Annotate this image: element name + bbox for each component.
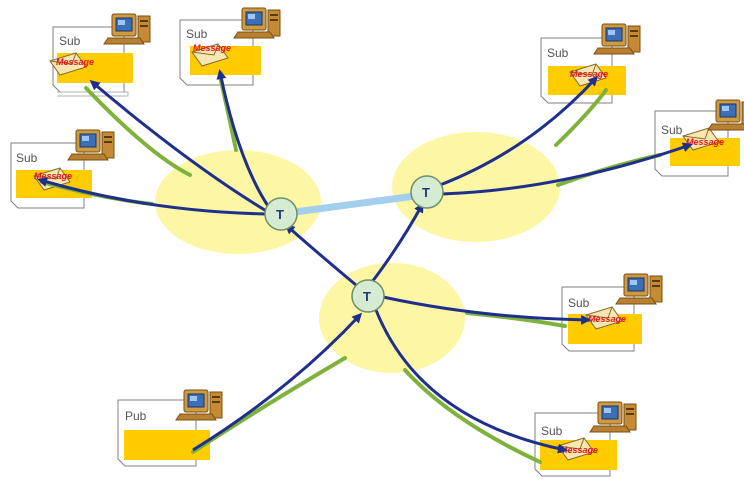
subscriber-document: Sub Message: [10, 129, 115, 209]
topic-label: T: [422, 185, 430, 200]
sub-label: Sub: [59, 34, 81, 48]
arrow-pub-to-node-c: [192, 312, 363, 452]
message-label: Message: [193, 43, 231, 53]
node-links: [291, 192, 419, 216]
message-label: Message: [560, 445, 598, 455]
subscriber-document: Sub Message: [179, 7, 281, 86]
arrow-node-c-to-b: [370, 202, 424, 283]
client-documents: Sub Message Sub Message Sub Message: [10, 7, 744, 477]
arrow-to-sub-7: [374, 309, 568, 454]
cloud-left: [155, 150, 321, 254]
arrows: [37, 69, 693, 454]
message-label: Message: [588, 314, 626, 324]
subscriber-document: Sub Message: [534, 401, 637, 477]
sub-label: Sub: [547, 46, 569, 60]
topic-node: T: [410, 175, 444, 209]
cloud-bottom: [319, 263, 465, 373]
arrow-to-sub-6: [382, 295, 591, 325]
message-label: Message: [56, 57, 94, 67]
publisher-document: Pub: [117, 389, 223, 467]
broker-clouds: [155, 132, 560, 373]
topic-node: T: [264, 197, 298, 231]
cloud-right: [392, 132, 560, 242]
topic-label: T: [363, 289, 371, 304]
arrow-node-c-to-a: [284, 224, 357, 287]
subscriber-document: Sub Message: [540, 23, 641, 104]
arrow-to-sub-5: [441, 142, 693, 196]
subscriber-document: Sub Message: [654, 99, 744, 177]
sub-label: Sub: [186, 27, 208, 41]
sub-label: Sub: [16, 151, 38, 165]
arrow-to-sub-2: [216, 69, 270, 207]
message-label: Message: [34, 171, 72, 181]
topic-node: T: [351, 279, 385, 313]
sub-label: Sub: [661, 123, 683, 137]
pub-label: Pub: [125, 409, 147, 423]
message-label: Message: [570, 69, 608, 79]
message-label: Message: [686, 137, 724, 147]
arrow-to-sub-3: [37, 177, 269, 216]
topic-label: T: [276, 207, 284, 222]
sub-label: Sub: [541, 424, 563, 438]
subscriber-document: Sub Message: [561, 273, 663, 352]
link-left-right: [291, 192, 419, 216]
subscriber-document: Sub Message: [49, 13, 151, 97]
arrow-to-sub-4: [439, 75, 599, 187]
arrow-to-sub-1: [89, 80, 269, 214]
topic-nodes: T T T: [264, 175, 444, 313]
sub-label: Sub: [568, 296, 590, 310]
